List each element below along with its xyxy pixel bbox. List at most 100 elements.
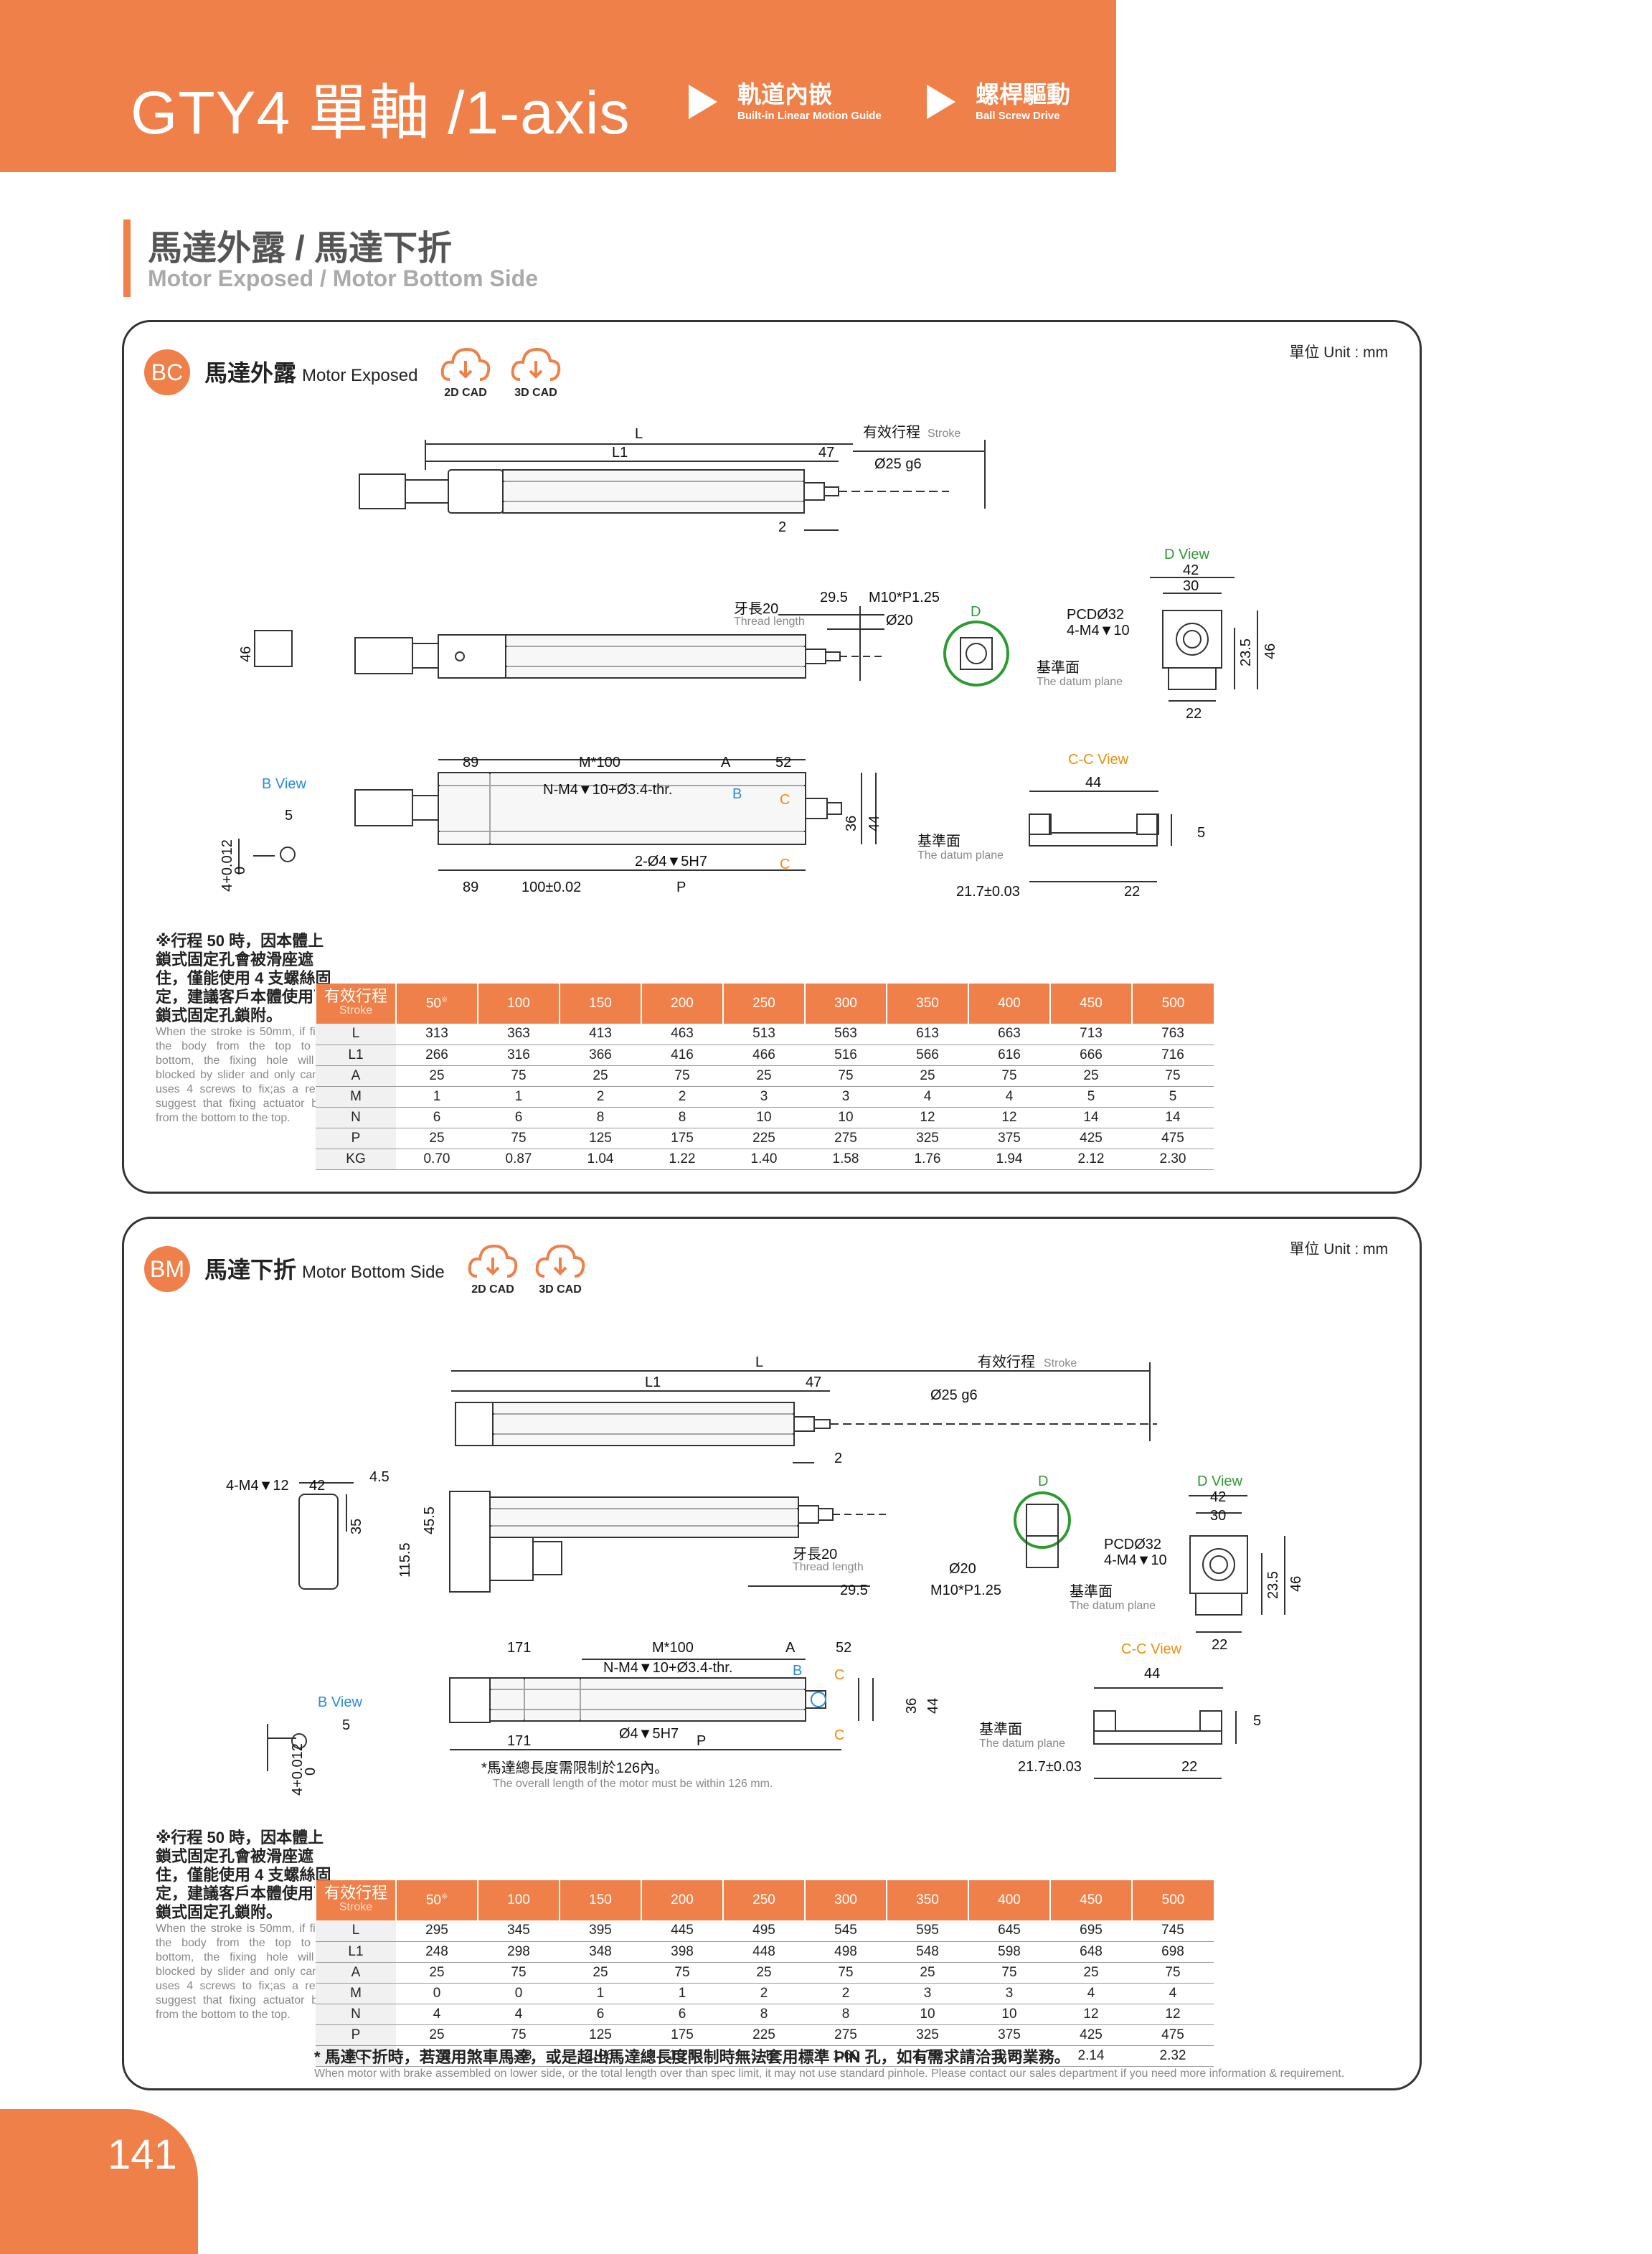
dim-side-46: 46 [238,646,254,662]
table-cell: 75 [968,1065,1050,1087]
col-header: 300 [804,984,887,1024]
row-key: A [316,1065,396,1087]
table-cell: 2.30 [1132,1149,1214,1170]
table-cell: 175 [641,1128,723,1149]
table-cell: 25 [560,1962,641,1984]
table-cell: 2 [560,1086,641,1108]
dim-29-5: 29.5 [840,1583,868,1598]
datum-label-2: 基準面 [979,1721,1022,1737]
table-cell: 12 [968,1107,1050,1128]
header-en: Stroke [339,1004,373,1017]
col-header: 400 [968,1880,1050,1920]
col-header: 350 [886,984,968,1024]
unit-label: 單位 Unit : mm [1289,1241,1388,1258]
unit-label: 單位 Unit : mm [1289,344,1388,361]
dim-thread-en: Thread length [793,1561,864,1573]
cc-view-label: C-C View [1121,1641,1182,1657]
table-cell: 475 [1132,1128,1214,1149]
table-cell: 14 [1050,1107,1132,1128]
table-cell: 1.22 [641,1149,723,1170]
row-key: L1 [316,1045,396,1066]
table-cell: 248 [396,1941,478,1963]
table-cell: 1.58 [805,1149,887,1170]
table-cell: 75 [641,1962,723,1984]
table-cell: 3 [887,1983,968,2004]
dim-thread-en: Thread length [734,616,805,628]
table-cell: 25 [396,1128,478,1149]
table-cell: 375 [968,2024,1050,2046]
section-title-zh: 馬達外露 / 馬達下折 [148,230,453,268]
col-header: 450 [1049,984,1132,1024]
cad-3d-cloud-icon [511,347,561,381]
table-cell: 616 [968,1045,1050,1066]
cad-2d-download[interactable]: 2D CAD [464,1240,521,1296]
table-cell: 75 [805,1962,887,1984]
dim-cc-22: 22 [1181,1759,1197,1775]
table-cell: 448 [723,1941,805,1963]
table-cell: 425 [1050,2024,1132,2046]
table-cell: 2 [805,1983,887,2004]
col-header: 100 [477,1880,560,1920]
cad-3d-label: 3D CAD [539,1283,582,1296]
dim-thread: 牙長20 [734,601,778,617]
dim-30: 30 [1183,578,1199,594]
dim-A: A [785,1640,796,1656]
dim-phi20: Ø20 [886,613,913,628]
col-header: 150 [559,984,641,1024]
footnote: * 馬達下折時，若選用煞車馬達，或是超出馬達總長度限制時無法套用標準 PIN 孔… [314,2045,1344,2080]
section-title-en: Motor Exposed / Motor Bottom Side [148,265,538,291]
cad-3d-download[interactable]: 3D CAD [532,1240,589,1296]
table-cell: 648 [1050,1941,1132,1963]
row-key: KG [316,1149,396,1170]
table-cell: 2.12 [1050,1149,1132,1170]
dim-2: 2 [834,1451,842,1466]
cad-2d-download[interactable]: 2D CAD [437,344,494,400]
table-cell: 416 [641,1045,723,1066]
datum-label-2-en: The datum plane [917,849,1004,862]
table-cell: 175 [641,2024,723,2046]
row-key: N [316,1107,396,1128]
dim-36: 36 [844,816,859,831]
table-cell: 566 [887,1045,968,1066]
table-cell: 12 [1050,2004,1132,2025]
dim-m4: 4-M4▼10 [1104,1552,1167,1568]
table-cell: 513 [723,1024,805,1045]
table-cell: 713 [1050,1024,1132,1045]
col-header: 150 [559,1880,641,1920]
table-cell: 763 [1132,1024,1214,1045]
dim-zero: 0 [303,1768,318,1776]
dim-52: 52 [836,1640,851,1656]
dim-47: 47 [806,1374,821,1390]
footnote-zh: * 馬達下折時，若選用煞車馬達，或是超出馬達總長度限制時無法套用標準 PIN 孔… [314,2048,1070,2066]
table-cell: 25 [723,1065,805,1087]
table-cell: 545 [805,1920,887,1942]
table-cell: 495 [723,1920,805,1942]
panel-badge: BC [144,349,190,395]
table-cell: 75 [805,1065,887,1087]
col-header: 500 [1131,1880,1214,1920]
dim-47: 47 [818,445,834,461]
stroke-note: ※行程 50 時，因本體上鎖式固定孔會被滑座遮住，僅能使用 4 支螺絲固定，建議… [156,932,336,1126]
dim-phi4: Ø4▼5H7 [619,1726,679,1742]
table-cell: 75 [478,1962,560,1984]
dim-2: 2 [778,519,786,535]
table-cell: 0.70 [396,1149,478,1170]
table-cell: 2.32 [1132,2045,1214,2067]
table-cell: 275 [805,2024,887,2046]
cad-3d-download[interactable]: 3D CAD [507,344,565,400]
cc-view-label: C-C View [1068,752,1129,768]
panel-title-zh: 馬達下折 [204,1257,297,1283]
table-cell: 595 [887,1920,968,1942]
dim-phi25: Ø25 g6 [874,456,922,472]
col-header: 50※ [395,1880,478,1920]
dim-pcd: PCDØ32 [1067,607,1124,623]
table-cell: 298 [478,1941,560,1963]
table-cell: 695 [1050,1920,1132,1942]
table-cell: 4 [887,1086,968,1108]
cad-2d-cloud-icon [440,347,491,381]
